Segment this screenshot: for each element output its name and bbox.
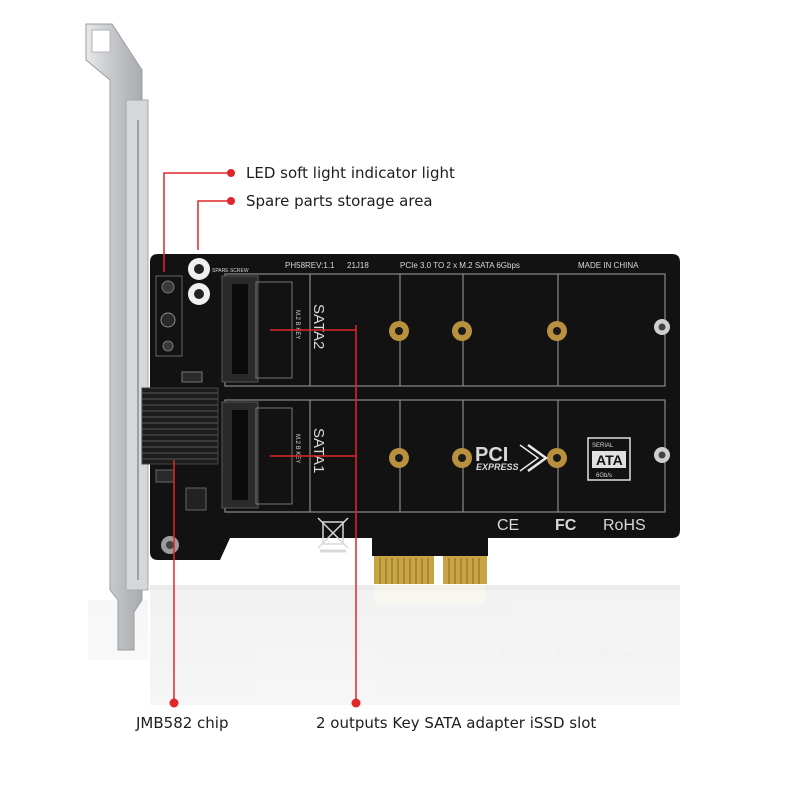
heatsink bbox=[141, 387, 219, 465]
m2-connector-bottom bbox=[221, 401, 293, 509]
spare-screws bbox=[188, 258, 210, 305]
board-spec: PCIe 3.0 TO 2 x M.2 SATA 6Gbps bbox=[400, 261, 520, 270]
express-logo-text: EXPRESS bbox=[476, 462, 519, 472]
board-date: 21J18 bbox=[347, 261, 369, 270]
weee-icon bbox=[317, 517, 349, 553]
m2-connector-top bbox=[221, 275, 293, 383]
sata-logo-text-2: ATA bbox=[596, 452, 623, 468]
pcb-board bbox=[141, 254, 680, 584]
slot-label-top: SATA2 bbox=[310, 304, 327, 349]
standoffs bbox=[161, 319, 670, 554]
metal-bracket bbox=[85, 23, 149, 651]
leader-lines bbox=[163, 172, 357, 700]
serial-ata-logo-icon bbox=[587, 437, 631, 481]
sata-logo-text-3: 6Gb/s bbox=[596, 473, 612, 479]
board-revision: REV:1.1 bbox=[305, 261, 335, 270]
spare-screw-label: SPARE SCREW bbox=[212, 268, 249, 274]
callout-chip: JMB582 chip bbox=[136, 714, 229, 732]
leader-dots bbox=[169, 169, 361, 708]
callout-spare-parts: Spare parts storage area bbox=[246, 192, 433, 210]
callout-led-indicator: LED soft light indicator light bbox=[246, 164, 455, 182]
ce-mark: CE bbox=[497, 517, 519, 534]
board-origin: MADE IN CHINA bbox=[578, 261, 639, 270]
pci-express-logo-icon bbox=[519, 443, 549, 473]
sata-logo-text-1: SERIAL bbox=[592, 443, 614, 449]
slot-label-bottom: SATA1 bbox=[310, 428, 327, 473]
key-label-bottom: M.2 B KEY bbox=[294, 434, 300, 463]
key-label-top: M.2 B KEY bbox=[294, 310, 300, 339]
callout-slot: 2 outputs Key SATA adapter iSSD slot bbox=[316, 714, 597, 732]
rohs-mark: RoHS bbox=[603, 517, 646, 534]
led-indicators bbox=[155, 275, 183, 357]
pci-logo-text: PCI bbox=[475, 444, 508, 466]
board-model: PH58 bbox=[285, 261, 306, 270]
fc-mark: FC bbox=[555, 517, 577, 534]
